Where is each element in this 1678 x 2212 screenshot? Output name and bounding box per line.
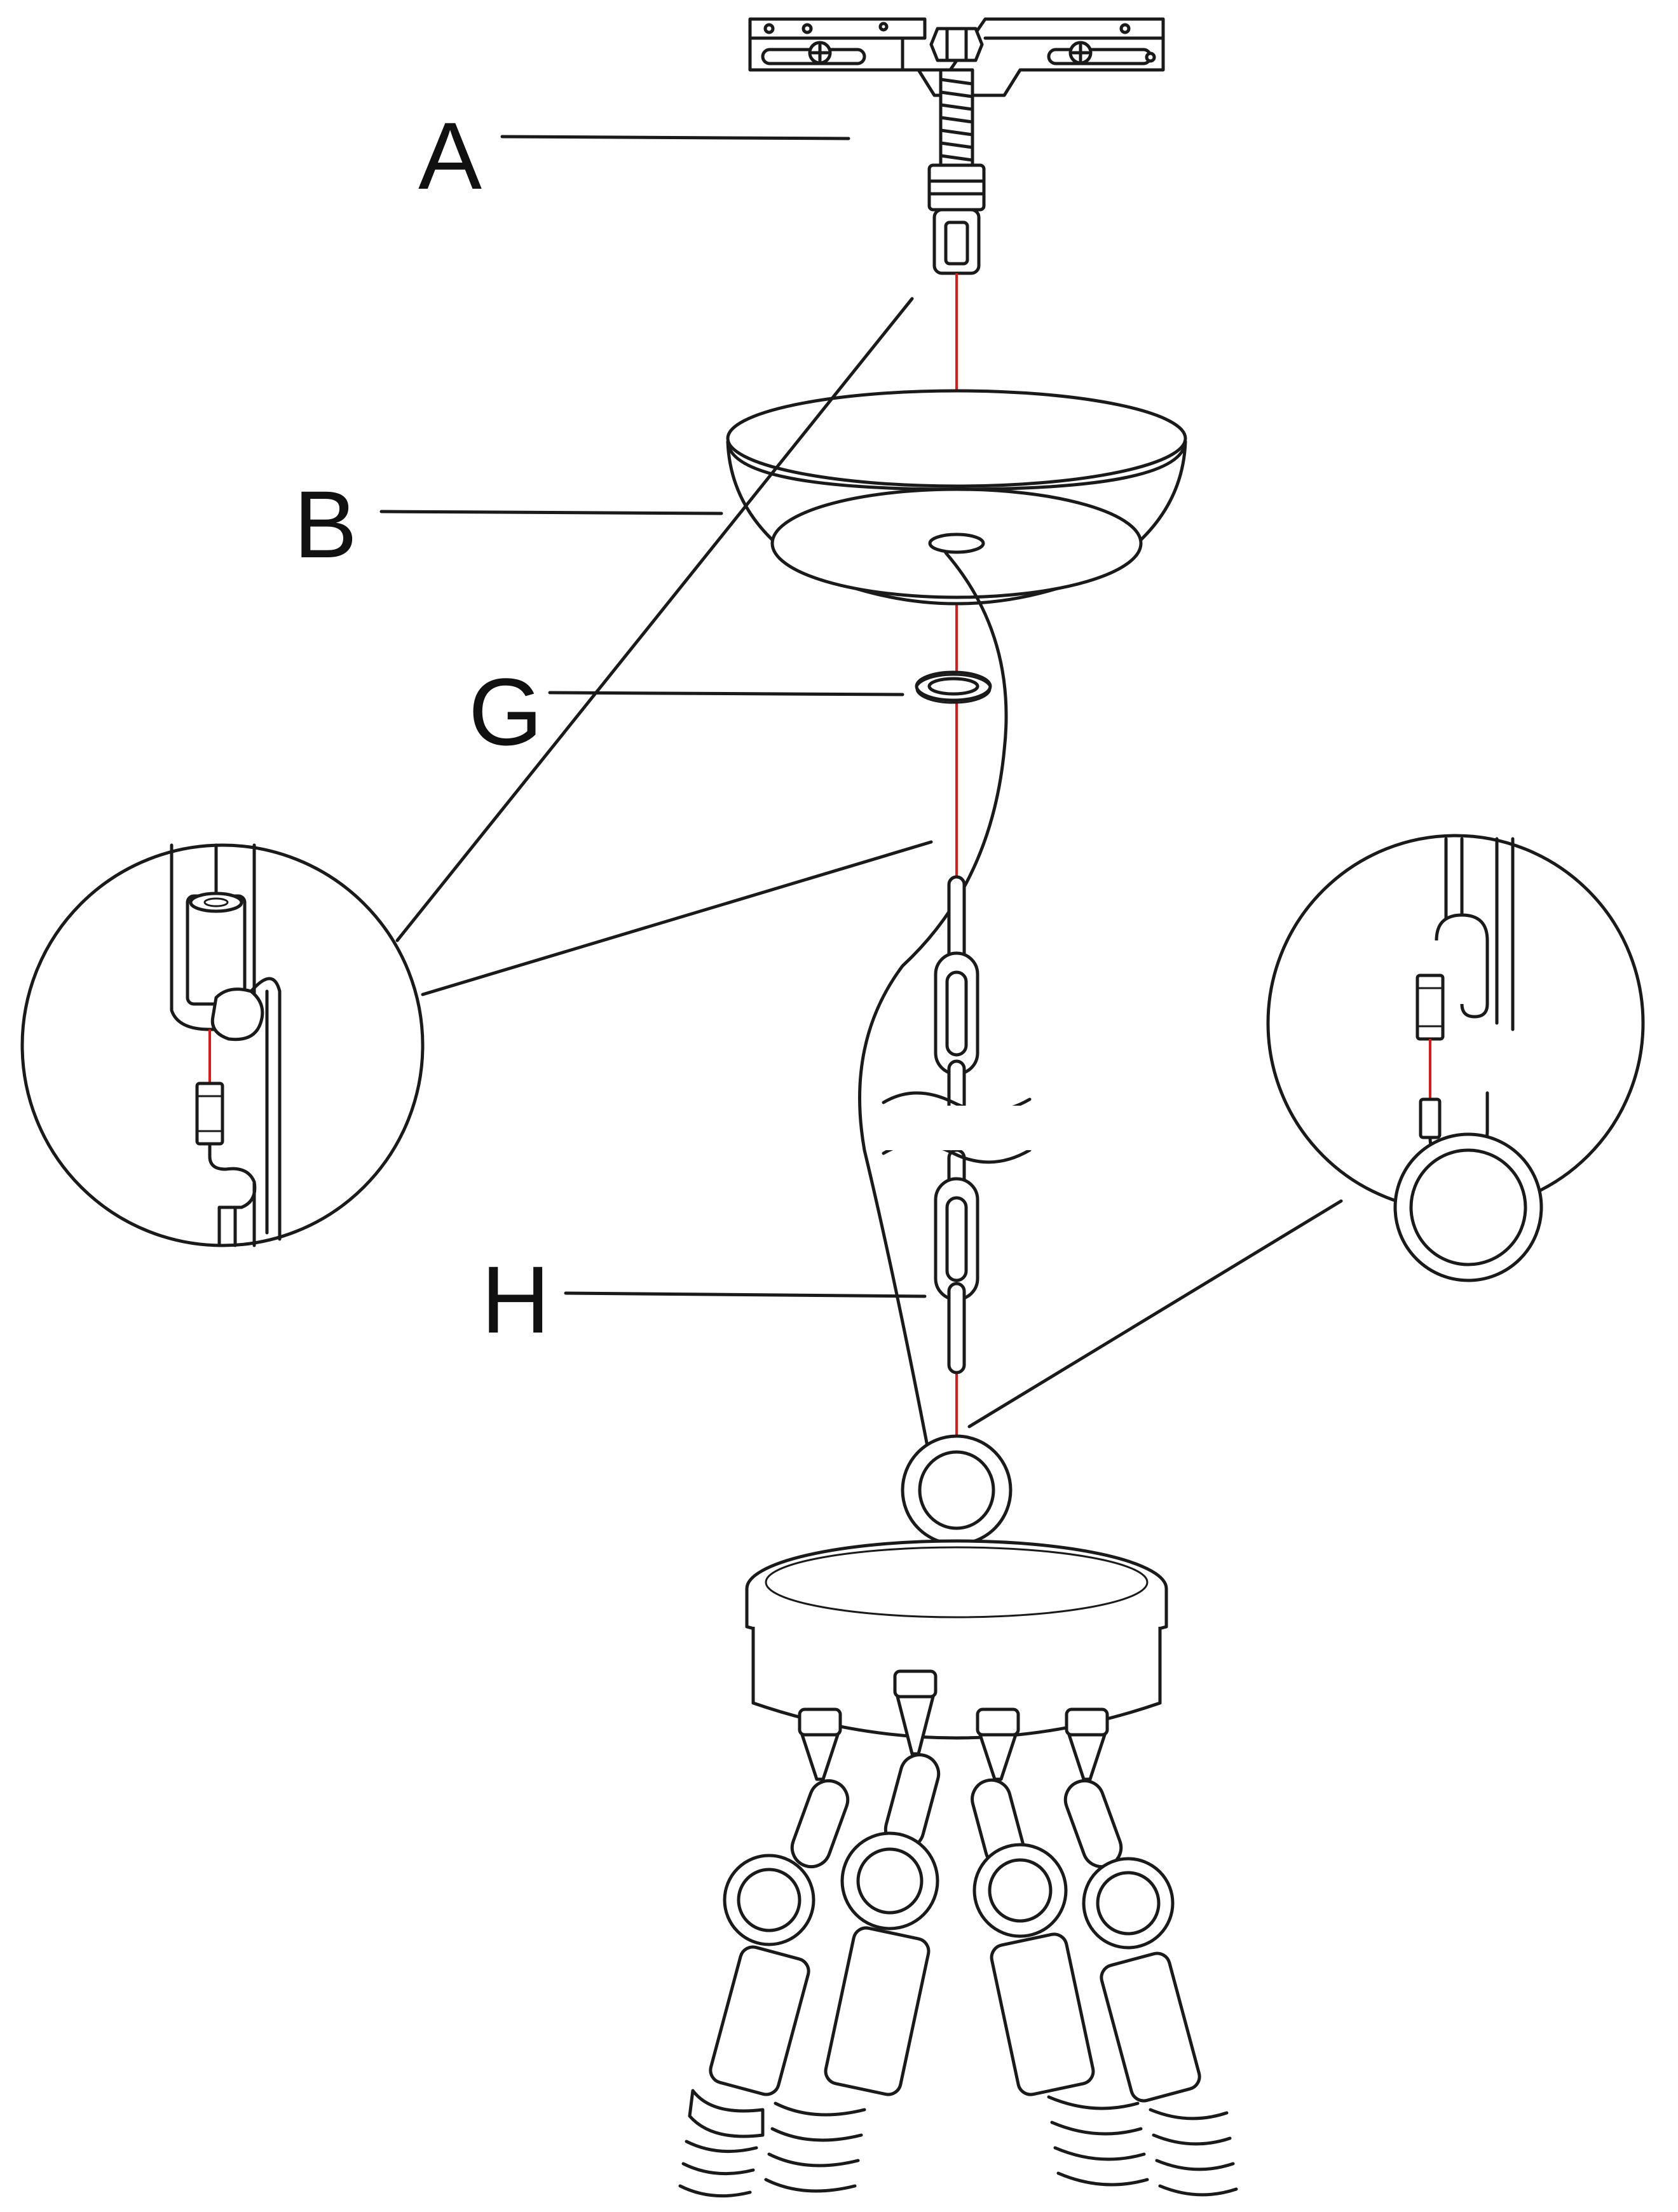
arm-2 — [764, 1669, 941, 2193]
top-loop — [901, 1434, 1013, 1546]
leader-left-bottom — [421, 840, 933, 996]
chain — [881, 875, 1033, 1374]
power-cord — [858, 551, 1008, 1552]
fixture-body — [745, 1539, 1168, 1740]
leader-g — [548, 691, 904, 696]
arm-4 — [1063, 1707, 1238, 2197]
mounting-bracket — [748, 17, 1165, 275]
leader-b — [379, 510, 723, 515]
leader-h — [564, 1291, 927, 1298]
right-detail-chain — [1415, 837, 1515, 1041]
arms — [678, 1669, 1238, 2198]
leader-lines — [379, 135, 1343, 1428]
callout-label-h: H — [481, 1246, 550, 1353]
arm-3 — [971, 1707, 1149, 2187]
left-detail-view — [20, 843, 425, 1247]
leader-right — [967, 1199, 1343, 1428]
canopy — [726, 389, 1187, 606]
left-detail-hook — [170, 843, 282, 1241]
leader-a — [500, 135, 850, 140]
callout-label-b: B — [294, 471, 358, 578]
ring-nut — [915, 670, 992, 704]
callout-label-g: G — [468, 658, 543, 765]
callout-label-a: A — [418, 102, 482, 209]
right-detail-view — [1266, 834, 1645, 1282]
arm-1 — [678, 1707, 850, 2198]
leader-left-top — [395, 297, 914, 942]
